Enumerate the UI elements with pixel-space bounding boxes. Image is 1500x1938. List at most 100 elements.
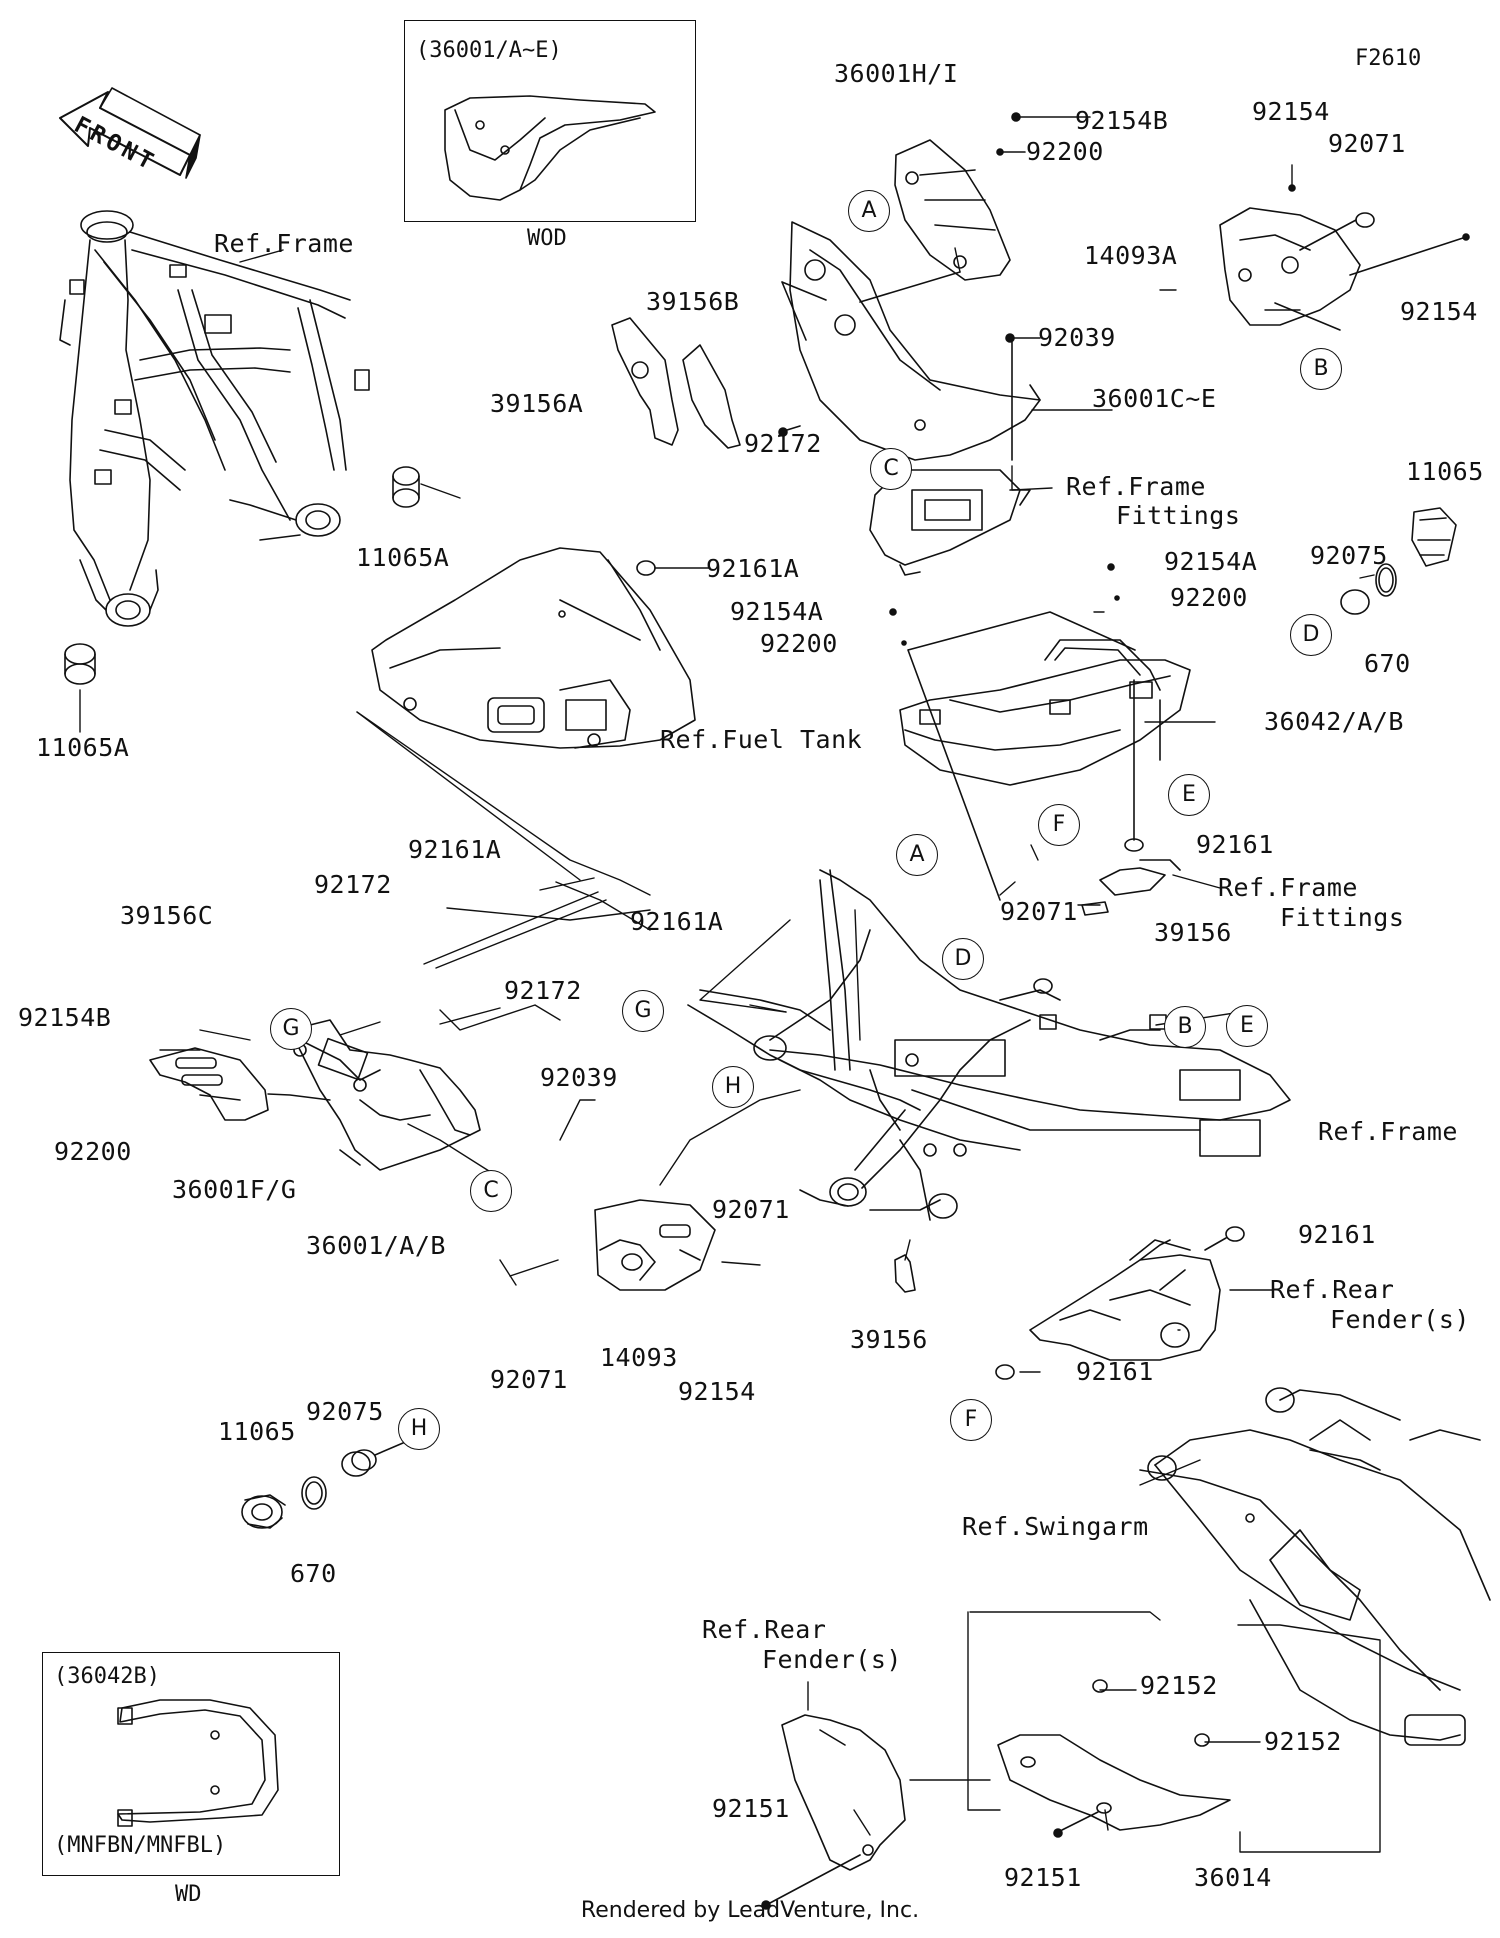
label-92154-mid: 92154 (678, 1377, 756, 1406)
callout-e-seat: E (1168, 774, 1210, 816)
label-92154A-left: 92154A (730, 597, 824, 626)
callout-c-cover: C (470, 1170, 512, 1212)
label-92161-fender-b: 92161 (1076, 1357, 1154, 1386)
cover-14093A (1219, 207, 1361, 326)
bolt-92154A-right (1107, 563, 1120, 601)
label-92071-frame: 92071 (1000, 897, 1078, 926)
nut-92161-seat (1124, 838, 1144, 852)
main-frame-drawing (59, 210, 370, 627)
label-11065A-upper: 11065A (356, 543, 450, 572)
nut-92161A-tank (636, 560, 711, 576)
label-92152-b: 92152 (1264, 1727, 1342, 1756)
label-39156-upper: 39156 (1154, 918, 1232, 947)
oring-670-right (1375, 563, 1397, 597)
fuel-tank-drawing (371, 547, 696, 749)
cover-36001CE (789, 221, 1041, 461)
nut-92161-fender-b (995, 1364, 1015, 1380)
washer-92152-a (1092, 1679, 1108, 1693)
label-fittings-top: Fittings (1116, 501, 1241, 530)
bolt-92154-topright (1274, 184, 1470, 331)
label-92039-left: 92039 (540, 1063, 618, 1092)
label-92161-fender-a: 92161 (1298, 1220, 1376, 1249)
label-92172-left-b: 92172 (504, 976, 582, 1005)
seat-cowl-36042 (899, 639, 1191, 786)
bushing-11065A-upper (392, 466, 420, 508)
label-670-left: 670 (290, 1559, 337, 1588)
front-arrow-icon (59, 87, 201, 179)
label-39156B: 39156B (646, 287, 740, 316)
oring-670-left (301, 1476, 327, 1510)
callout-b-top: B (1300, 348, 1342, 390)
label-92161-seat: 92161 (1196, 830, 1274, 859)
label-ref-frame-fittings-top: Ref.Frame (1066, 472, 1206, 501)
grommet-11065-right (1411, 507, 1457, 567)
label-36014: 36014 (1194, 1863, 1272, 1892)
washer-92152-b (1194, 1733, 1210, 1747)
label-92161A-left-a: 92161A (408, 835, 502, 864)
bolt-92154A-left (889, 608, 907, 646)
label-92075-left: 92075 (306, 1397, 384, 1426)
label-92200-right: 92200 (1170, 583, 1248, 612)
frame-fitting-c (869, 469, 1031, 576)
rear-frame-drawing (687, 859, 1291, 1221)
label-ref-fuel-tank: Ref.Fuel Tank (660, 725, 863, 754)
washer-92200-top (996, 148, 1026, 156)
callout-e-frame: E (1226, 1005, 1268, 1047)
nut-92161-fender-a (1204, 1226, 1245, 1251)
label-92071-left: 92071 (490, 1365, 568, 1394)
callout-h-frame: H (712, 1066, 754, 1108)
cover-14093 (594, 1199, 716, 1291)
seal-39156B (682, 344, 741, 449)
label-39156A: 39156A (490, 389, 584, 418)
callout-h-left: H (398, 1408, 440, 1450)
label-36001CE: 36001C~E (1092, 384, 1217, 413)
label-fittings-right: Fittings (1280, 903, 1405, 932)
nut-92071-frame (1033, 978, 1053, 994)
label-92200-left-b: 92200 (54, 1137, 132, 1166)
label-92071-topright: 92071 (1328, 129, 1406, 158)
label-14093A: 14093A (1084, 241, 1178, 270)
label-92151-right: 92151 (1004, 1863, 1082, 1892)
label-92172-top: 92172 (744, 429, 822, 458)
seat-cowl-leaders (907, 611, 1161, 901)
inset-caption-wod: WOD (527, 226, 567, 251)
label-92151-left: 92151 (712, 1794, 790, 1823)
callout-d-frame: D (942, 938, 984, 980)
label-92154B-left: 92154B (18, 1003, 112, 1032)
label-92154A-right: 92154A (1164, 547, 1258, 576)
callout-a-frame: A (896, 834, 938, 876)
label-11065A-lower: 11065A (36, 733, 130, 762)
label-92172-left-a: 92172 (314, 870, 392, 899)
wod-inset-art (444, 95, 656, 201)
callout-f-fender: F (950, 1399, 992, 1441)
callout-f-seat: F (1038, 804, 1080, 846)
rear-fender-ref-upper (1029, 1239, 1221, 1361)
label-ref-frame-top: Ref.Frame (214, 229, 354, 258)
label-39156C: 39156C (120, 901, 214, 930)
collar-92075-right (1340, 589, 1370, 615)
inset-box-wod (404, 20, 696, 222)
bushing-11065A-lower (64, 643, 96, 685)
callout-b-frame: B (1164, 1006, 1206, 1048)
label-670-right: 670 (1364, 649, 1411, 678)
label-36042AB: 36042/A/B (1264, 707, 1404, 736)
callout-d-right: D (1290, 614, 1332, 656)
bolt-92154B-top (1011, 112, 1091, 122)
inset-title-wd: (36042B) (54, 1664, 160, 1689)
bolt-92172-top (778, 425, 801, 437)
inset-caption-wd: WD (175, 1882, 202, 1907)
figure-code: F2610 (1355, 46, 1422, 71)
label-92154-topright-a: 92154 (1252, 97, 1330, 126)
callout-a-top: A (848, 190, 890, 232)
clip-39156-lower (894, 1254, 916, 1293)
chain-guard-36014 (997, 1734, 1231, 1831)
callout-c-top: C (870, 448, 912, 490)
label-92154-topright-b: 92154 (1400, 297, 1478, 326)
label-ref-rear-lower: Ref.Rear (702, 1615, 827, 1644)
bolt-92151-right (1053, 1811, 1099, 1838)
frame-fitting-ref-right (1099, 867, 1166, 896)
label-ref-frame-fittings-right: Ref.Frame (1218, 873, 1358, 902)
label-ref-rear-upper: Ref.Rear (1270, 1275, 1395, 1304)
label-11065-left: 11065 (218, 1417, 296, 1446)
